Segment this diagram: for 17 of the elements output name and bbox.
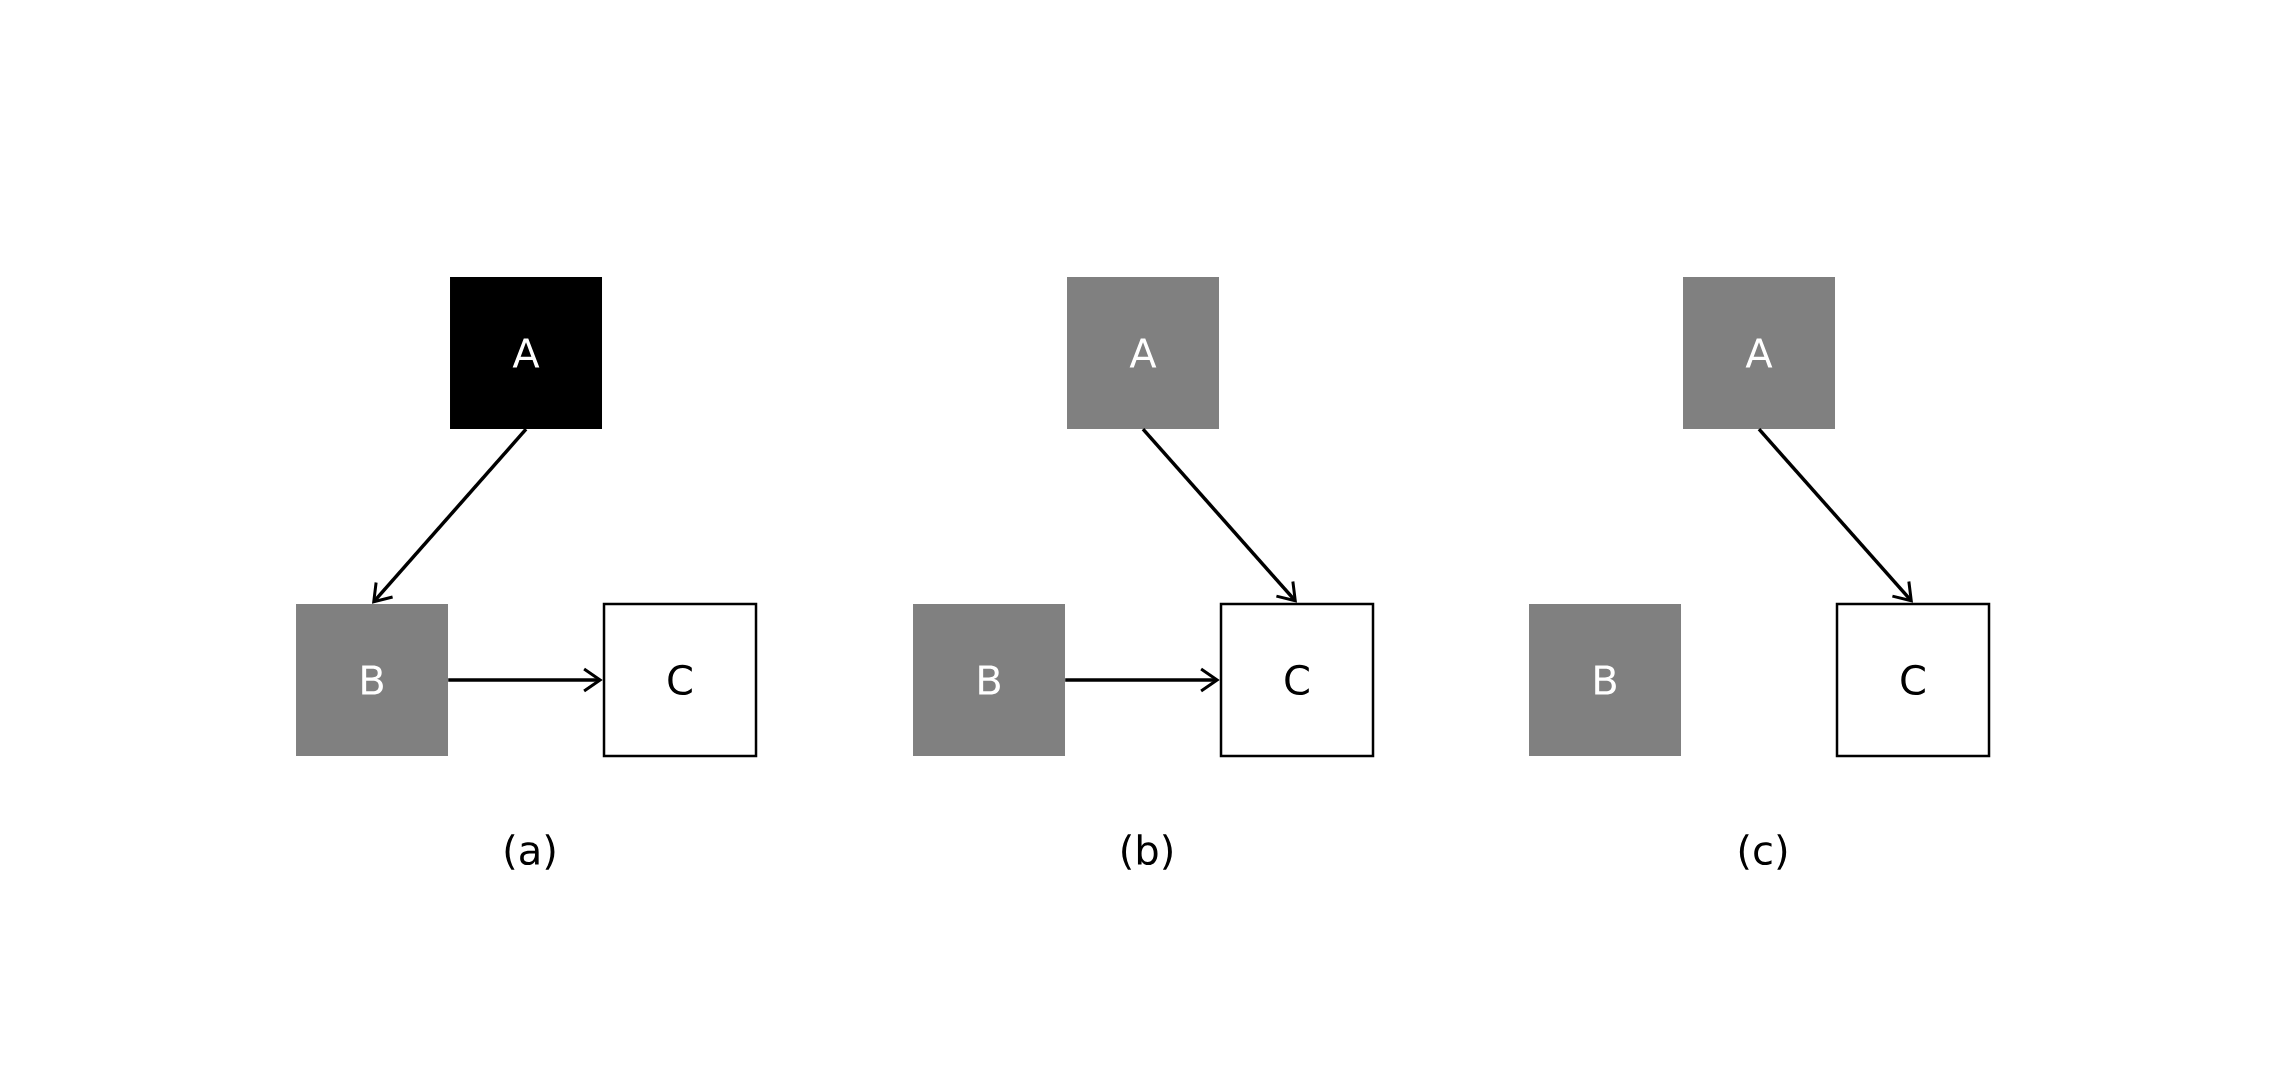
arrow xyxy=(1065,667,1220,693)
square-box: B xyxy=(296,604,448,756)
arrow xyxy=(1141,428,1297,603)
square-box: C xyxy=(1219,602,1375,758)
panel-label: (a) xyxy=(505,834,555,870)
square-box: A xyxy=(1067,277,1219,429)
arrow xyxy=(372,428,528,604)
arrow xyxy=(448,667,603,693)
square-box: A xyxy=(1683,277,1835,429)
panel-label: (c) xyxy=(1739,834,1787,870)
square-box: C xyxy=(1835,602,1991,758)
panel-label: (b) xyxy=(1122,834,1172,870)
square-box: B xyxy=(913,604,1065,756)
arrow xyxy=(1757,428,1913,603)
square-box: B xyxy=(1529,604,1681,756)
square-box: C xyxy=(602,602,758,758)
square-box: A xyxy=(450,277,602,429)
